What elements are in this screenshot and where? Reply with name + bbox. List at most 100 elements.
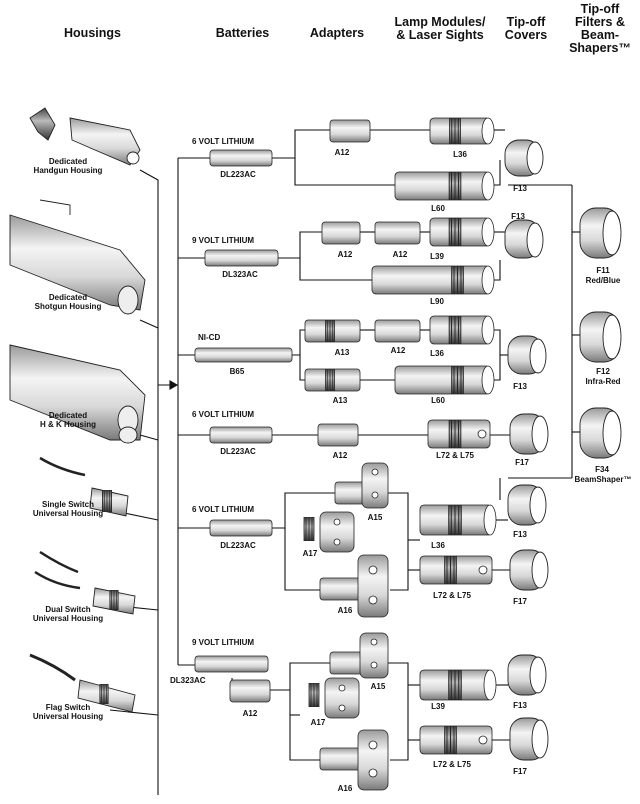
cover-f13-icon bbox=[507, 484, 547, 526]
shotgun-housing-icon bbox=[9, 199, 146, 315]
filter-code-f12: F12 bbox=[596, 367, 610, 376]
filter-f12-icon bbox=[579, 311, 622, 363]
battery-dl323ac-icon bbox=[194, 655, 269, 673]
part-label-a12: A12 bbox=[392, 250, 408, 259]
lamp-l60-icon bbox=[394, 171, 495, 201]
part-illustrations bbox=[229, 117, 497, 791]
housing-label-hk: Dedicated H & K Housing bbox=[40, 411, 96, 429]
battery-code-label: DL323AC bbox=[170, 676, 206, 685]
filter-code-f34: F34 bbox=[595, 465, 609, 474]
cover-illustrations bbox=[504, 139, 622, 761]
dual-switch-housing-icon bbox=[34, 550, 136, 615]
single-switch-housing-icon bbox=[39, 456, 129, 517]
lamp-l72-l75-icon bbox=[419, 725, 493, 755]
lamp-l72-l75-icon bbox=[427, 419, 491, 449]
battery-code-label: DL323AC bbox=[222, 270, 258, 279]
cover-label-f13: F13 bbox=[513, 184, 527, 193]
cover-label-f17: F17 bbox=[513, 767, 527, 776]
part-label-a16: A16 bbox=[337, 784, 353, 793]
lamp-l36-icon bbox=[429, 315, 495, 345]
adapter-a17-icon bbox=[302, 511, 355, 553]
adapter-a12-icon bbox=[321, 221, 361, 245]
housing-label-single-switch: Single Switch Universal Housing bbox=[32, 500, 104, 518]
cover-label-f13: F13 bbox=[513, 701, 527, 710]
housing-label-shotgun: Dedicated Shotgun Housing bbox=[34, 293, 102, 311]
battery-code-label: DL223AC bbox=[220, 447, 256, 456]
cover-f13-icon bbox=[507, 335, 547, 375]
header-adapters: Adapters bbox=[309, 26, 365, 40]
lamp-l39-icon bbox=[429, 217, 495, 247]
part-label-l72-l75: L72 & L75 bbox=[433, 591, 471, 600]
battery-voltage-label: 6 VOLT LITHIUM bbox=[192, 137, 255, 146]
part-label-l36: L36 bbox=[430, 349, 444, 358]
battery-dl223ac-icon bbox=[209, 519, 273, 537]
adapter-a15-icon bbox=[329, 632, 389, 679]
header-batteries: Batteries bbox=[215, 26, 270, 40]
housing-illustrations bbox=[9, 107, 146, 713]
battery-code-label: DL223AC bbox=[220, 170, 256, 179]
adapter-a12-icon bbox=[317, 423, 359, 447]
battery-voltage-label: 6 VOLT LITHIUM bbox=[192, 410, 255, 419]
housing-label-flag-switch: Flag Switch Universal Housing bbox=[32, 703, 104, 721]
battery-dl223ac-icon bbox=[209, 149, 273, 167]
cover-label-f13: F13 bbox=[513, 382, 527, 391]
filter-name-f12: Infra-Red bbox=[585, 377, 621, 386]
part-label-l72-l75: L72 & L75 bbox=[436, 451, 474, 460]
lamp-l72-l75-icon bbox=[419, 555, 493, 585]
adapter-a13-icon bbox=[304, 319, 361, 343]
cover-f17-icon bbox=[509, 413, 549, 455]
filter-f11-icon bbox=[579, 207, 622, 259]
adapter-a16-icon bbox=[319, 554, 389, 618]
cover-f13-icon bbox=[504, 139, 544, 177]
header-lamp-modules: Lamp Modules/ & Laser Sights bbox=[394, 15, 486, 42]
cover-f13-icon bbox=[507, 654, 547, 696]
housing-label-dual-switch: Dual Switch Universal Housing bbox=[32, 605, 104, 623]
adapter-a12-icon bbox=[229, 679, 271, 703]
part-label-l39: L39 bbox=[430, 252, 444, 261]
cover-f17-icon bbox=[509, 549, 549, 591]
battery-illustrations bbox=[194, 149, 293, 673]
part-label-l60: L60 bbox=[431, 204, 445, 213]
header-filters: Tip-off Filters & Beam- Shapers™ bbox=[569, 2, 631, 55]
connector-lines bbox=[109, 129, 580, 795]
filter-f34-icon bbox=[579, 407, 622, 459]
part-label-a13: A13 bbox=[332, 396, 348, 405]
lamp-l36-icon bbox=[429, 117, 495, 145]
battery-dl223ac-icon bbox=[209, 426, 273, 444]
adapter-a16-icon bbox=[319, 729, 389, 791]
flag-switch-housing-icon bbox=[29, 653, 136, 713]
cover-label-f13: F13 bbox=[513, 530, 527, 539]
adapter-a12-icon bbox=[374, 319, 421, 343]
cover-label-f17: F17 bbox=[513, 597, 527, 606]
part-label-a15: A15 bbox=[367, 513, 383, 522]
lamp-l60-icon bbox=[394, 365, 495, 395]
hk-housing-icon bbox=[9, 344, 146, 444]
part-label-a12: A12 bbox=[334, 148, 350, 157]
battery-voltage-label: 6 VOLT LITHIUM bbox=[192, 505, 255, 514]
battery-voltage-label: NI-CD bbox=[198, 333, 221, 342]
part-label-a13: A13 bbox=[334, 348, 350, 357]
part-label-l36: L36 bbox=[431, 541, 445, 550]
battery-dl323ac-icon bbox=[204, 249, 279, 267]
part-label-l90: L90 bbox=[430, 297, 444, 306]
cover-f13-icon bbox=[504, 219, 544, 259]
adapter-a12-icon bbox=[374, 221, 421, 245]
lamp-l36-icon bbox=[419, 504, 497, 536]
header-housings: Housings bbox=[64, 26, 121, 40]
part-label-l60: L60 bbox=[431, 396, 445, 405]
lamp-l39-icon bbox=[419, 669, 497, 701]
part-label-a16: A16 bbox=[337, 606, 353, 615]
part-label-a12: A12 bbox=[390, 346, 406, 355]
cover-f17-icon bbox=[509, 717, 549, 761]
part-label-a17: A17 bbox=[310, 718, 326, 727]
cover-label-f13: F13 bbox=[511, 212, 525, 221]
part-label-l36: L36 bbox=[453, 150, 467, 159]
part-label-a17: A17 bbox=[302, 549, 318, 558]
filter-name-f11: Red/Blue bbox=[585, 276, 621, 285]
battery-b65-icon bbox=[194, 347, 293, 363]
battery-voltage-label: 9 VOLT LITHIUM bbox=[192, 236, 255, 245]
part-label-l39: L39 bbox=[431, 702, 445, 711]
adapter-a12-icon bbox=[329, 119, 371, 143]
